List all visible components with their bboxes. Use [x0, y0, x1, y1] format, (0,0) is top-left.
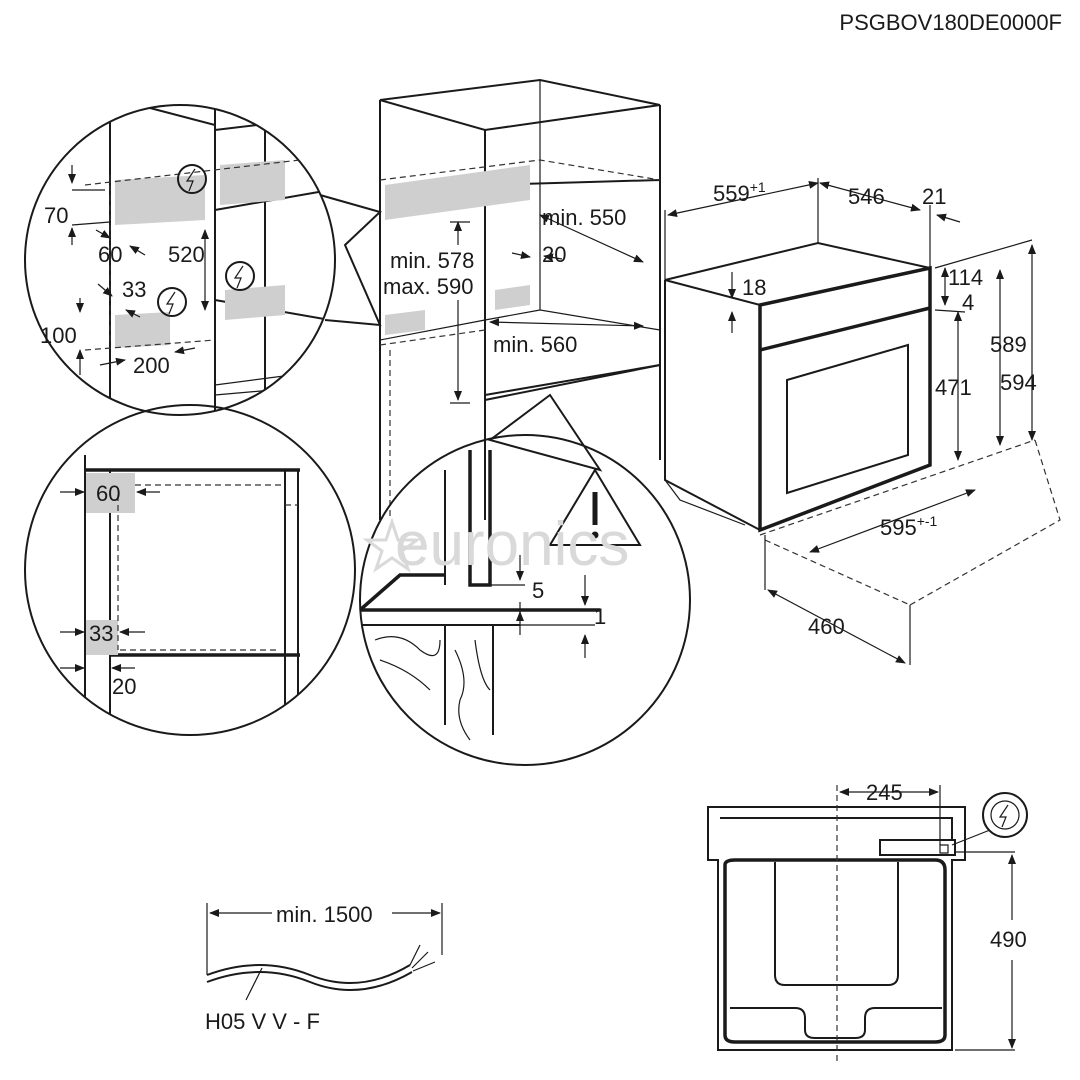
bl-dim-60: 60 — [96, 481, 120, 506]
center-dim-1: 1 — [594, 604, 606, 629]
front-dim-245: 245 — [866, 780, 903, 805]
bl-dim-33: 33 — [89, 621, 113, 646]
detail-circle-top-left — [24, 104, 382, 416]
cabinet-min-560: min. 560 — [493, 332, 577, 357]
oven-drawing — [664, 178, 1061, 665]
detail-circle-bottom-left — [24, 404, 356, 736]
cabinet-drawing — [379, 78, 661, 520]
oven-dim-546: 546 — [848, 184, 885, 209]
oven-dim-589: 589 — [990, 332, 1027, 357]
cable-type: H05 V V - F — [205, 1009, 320, 1034]
power-cable — [206, 903, 443, 1001]
oven-dim-471: 471 — [935, 375, 972, 400]
tl-dim-60: 60 — [98, 242, 122, 267]
oven-dim-559-value: 559 — [713, 181, 750, 206]
electric-hazard-icon — [177, 164, 207, 194]
watermark-star-icon — [362, 517, 422, 573]
oven-dim-460: 460 — [808, 614, 845, 639]
tl-dim-100: 100 — [40, 323, 77, 348]
cabinet-min-550: min. 550 — [542, 205, 626, 230]
electric-hazard-icon — [225, 261, 255, 291]
oven-dim-595-tolerance: +-1 — [917, 513, 938, 529]
warning-icon — [548, 468, 642, 546]
watermark-logo: euronics — [395, 510, 629, 579]
detail-circle-center — [359, 393, 691, 766]
tl-dim-200: 200 — [133, 353, 170, 378]
cable-length: min. 1500 — [276, 902, 373, 927]
oven-dim-559: 559+1 — [713, 179, 766, 206]
oven-dim-4: 4 — [962, 290, 974, 315]
cabinet-min-578: min. 578 — [390, 248, 474, 273]
oven-front-view — [707, 785, 1016, 1065]
cabinet-dim-20: 20 — [542, 242, 566, 267]
oven-dim-18: 18 — [742, 275, 766, 300]
oven-dim-594: 594 — [1000, 370, 1037, 395]
tl-dim-33: 33 — [122, 277, 146, 302]
electric-hazard-icon — [982, 792, 1028, 838]
oven-dim-595-value: 595 — [880, 515, 917, 540]
tl-dim-520: 520 — [168, 242, 205, 267]
doc-code: PSGBOV180DE0000F — [839, 10, 1062, 35]
oven-dim-114: 114 — [948, 265, 983, 290]
oven-dim-595: 595+-1 — [880, 513, 938, 540]
oven-dim-21: 21 — [922, 184, 946, 209]
oven-dim-559-tolerance: +1 — [750, 179, 766, 195]
front-dim-490: 490 — [990, 927, 1027, 952]
center-dim-5: 5 — [532, 578, 544, 603]
cabinet-max-590: max. 590 — [383, 274, 474, 299]
bl-dim-20: 20 — [112, 674, 136, 699]
electric-hazard-icon — [157, 287, 187, 317]
tl-dim-70: 70 — [44, 203, 68, 228]
